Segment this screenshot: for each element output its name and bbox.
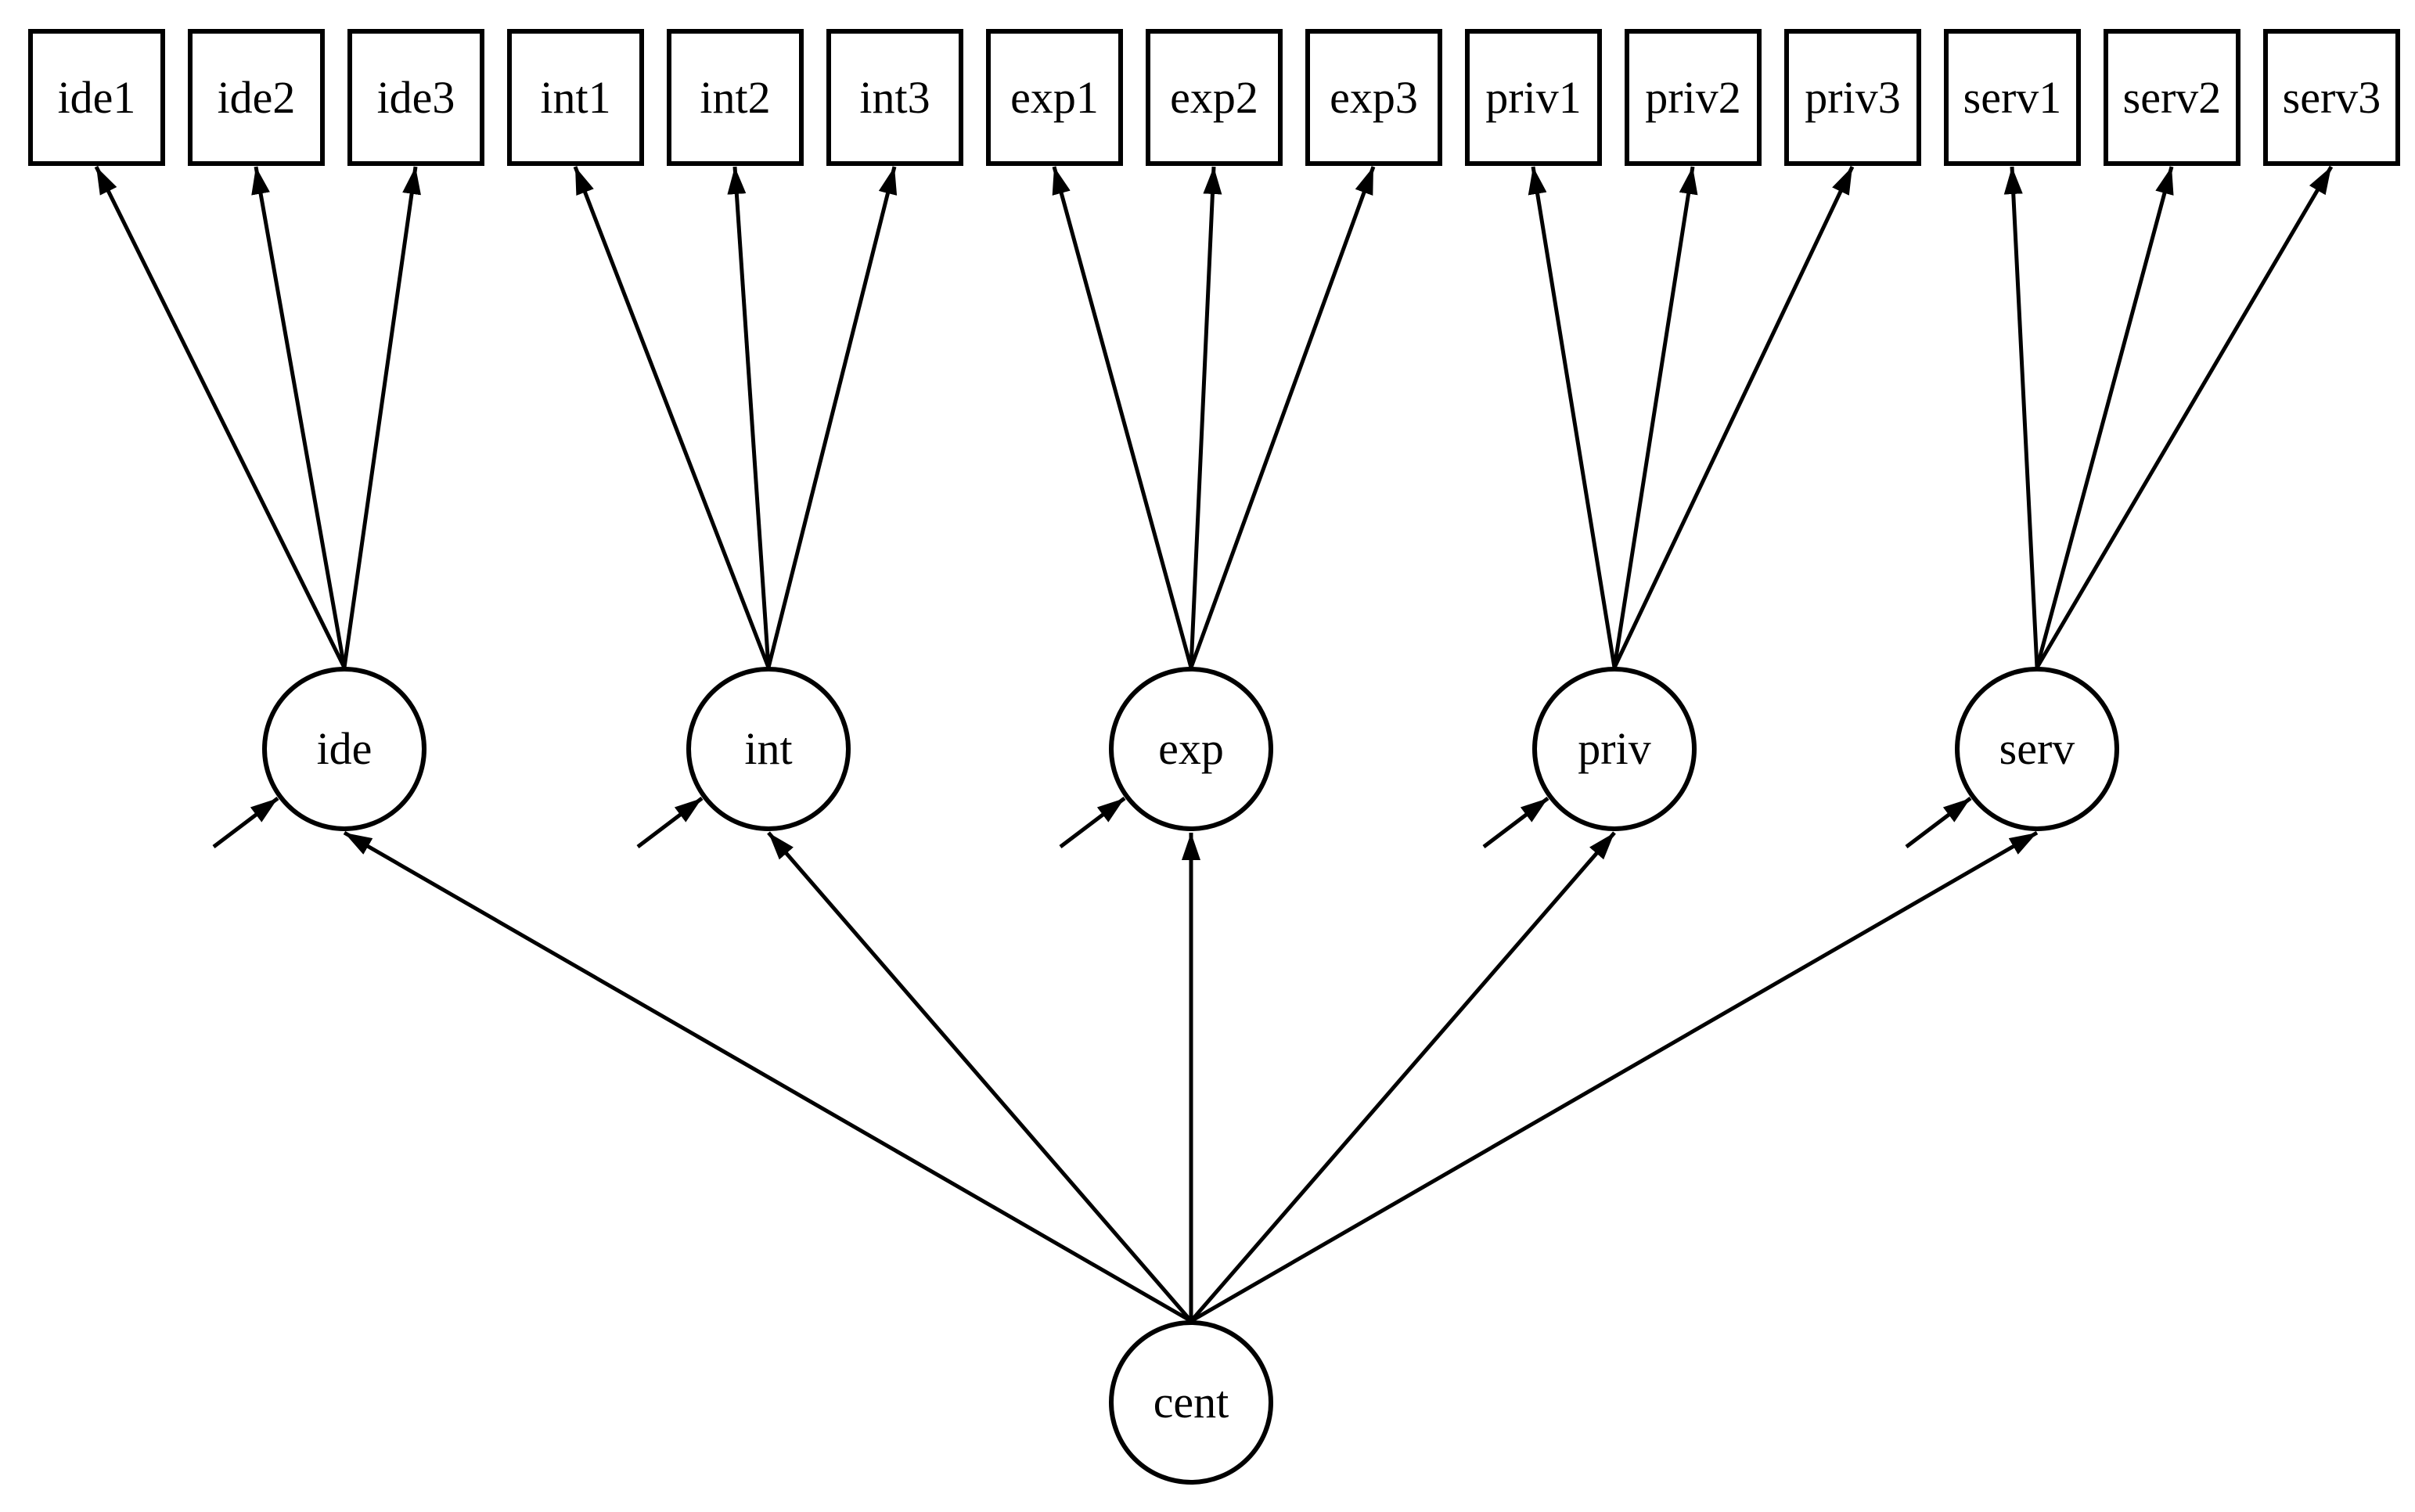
arrow-ide-to-ide2 (251, 166, 347, 668)
observed-label: exp1 (1010, 71, 1099, 123)
observed-label: exp2 (1170, 71, 1258, 123)
arrow-int-to-int3 (766, 166, 898, 668)
arrow-cent-to-int (767, 831, 1193, 1323)
arrow-serv-to-serv1 (2003, 166, 2039, 668)
observed-label: serv1 (1963, 71, 2062, 123)
observed-box-ide2: ide2 (188, 29, 325, 166)
latent-circle-exp: exp (1109, 667, 1273, 831)
arrow-priv-to-priv2 (1612, 166, 1698, 668)
observed-box-priv3: priv3 (1784, 29, 1921, 166)
observed-label: ide2 (217, 71, 296, 123)
observed-label: int3 (859, 71, 930, 123)
observed-box-serv2: serv2 (2104, 29, 2240, 166)
arrow-priv-to-priv3 (1612, 165, 1855, 669)
residual-arrow-ide (212, 797, 279, 848)
observed-label: serv3 (2282, 71, 2381, 123)
factor-label: cent (1153, 1377, 1229, 1427)
factor-label: ide (316, 723, 373, 774)
arrow-ide-to-ide3 (342, 166, 421, 668)
observed-label: exp3 (1330, 71, 1418, 123)
arrow-int-to-int2 (727, 166, 771, 668)
arrow-cent-to-serv (1190, 830, 2039, 1323)
factor-label: serv (1999, 723, 2075, 774)
arrow-serv-to-serv3 (2035, 165, 2334, 669)
observed-box-int3: int3 (826, 29, 963, 166)
arrow-cent-to-ide (343, 830, 1193, 1323)
factor-label: int (744, 723, 793, 774)
observed-box-ide1: ide1 (28, 29, 165, 166)
latent-circle-int: int (686, 667, 851, 831)
arrow-exp-to-exp1 (1052, 166, 1193, 668)
arrow-priv-to-priv1 (1528, 166, 1617, 668)
observed-label: int1 (540, 71, 611, 123)
observed-label: priv3 (1805, 71, 1901, 123)
observed-label: int2 (700, 71, 771, 123)
latent-circle-cent: cent (1109, 1320, 1273, 1485)
factor-label: exp (1158, 723, 1224, 774)
residual-arrow-priv (1482, 797, 1549, 848)
latent-circle-serv: serv (1955, 667, 2119, 831)
observed-box-serv3: serv3 (2263, 29, 2400, 166)
arrow-cent-to-priv (1190, 831, 1616, 1323)
residual-arrow-exp (1059, 797, 1126, 848)
observed-label: ide3 (376, 71, 455, 123)
observed-label: ide1 (57, 71, 136, 123)
observed-box-priv2: priv2 (1625, 29, 1762, 166)
latent-circle-ide: ide (262, 667, 426, 831)
observed-box-exp3: exp3 (1305, 29, 1442, 166)
arrow-exp-to-exp3 (1189, 166, 1376, 668)
observed-label: priv2 (1645, 71, 1741, 123)
arrow-exp-to-exp2 (1189, 166, 1222, 668)
observed-box-int1: int1 (507, 29, 644, 166)
latent-circle-priv: priv (1532, 667, 1697, 831)
observed-label: priv1 (1485, 71, 1582, 123)
observed-box-ide3: ide3 (347, 29, 484, 166)
observed-box-exp1: exp1 (986, 29, 1123, 166)
observed-box-int2: int2 (667, 29, 804, 166)
arrow-ide-to-ide1 (94, 165, 347, 669)
observed-box-priv1: priv1 (1465, 29, 1602, 166)
factor-label: priv (1578, 723, 1651, 774)
arrow-int-to-int1 (573, 166, 771, 668)
residual-arrow-int (636, 797, 704, 848)
arrow-serv-to-serv2 (2035, 166, 2174, 668)
observed-box-exp2: exp2 (1146, 29, 1283, 166)
residual-arrow-serv (1905, 797, 1972, 848)
observed-box-serv1: serv1 (1944, 29, 2081, 166)
observed-label: serv2 (2122, 71, 2222, 123)
